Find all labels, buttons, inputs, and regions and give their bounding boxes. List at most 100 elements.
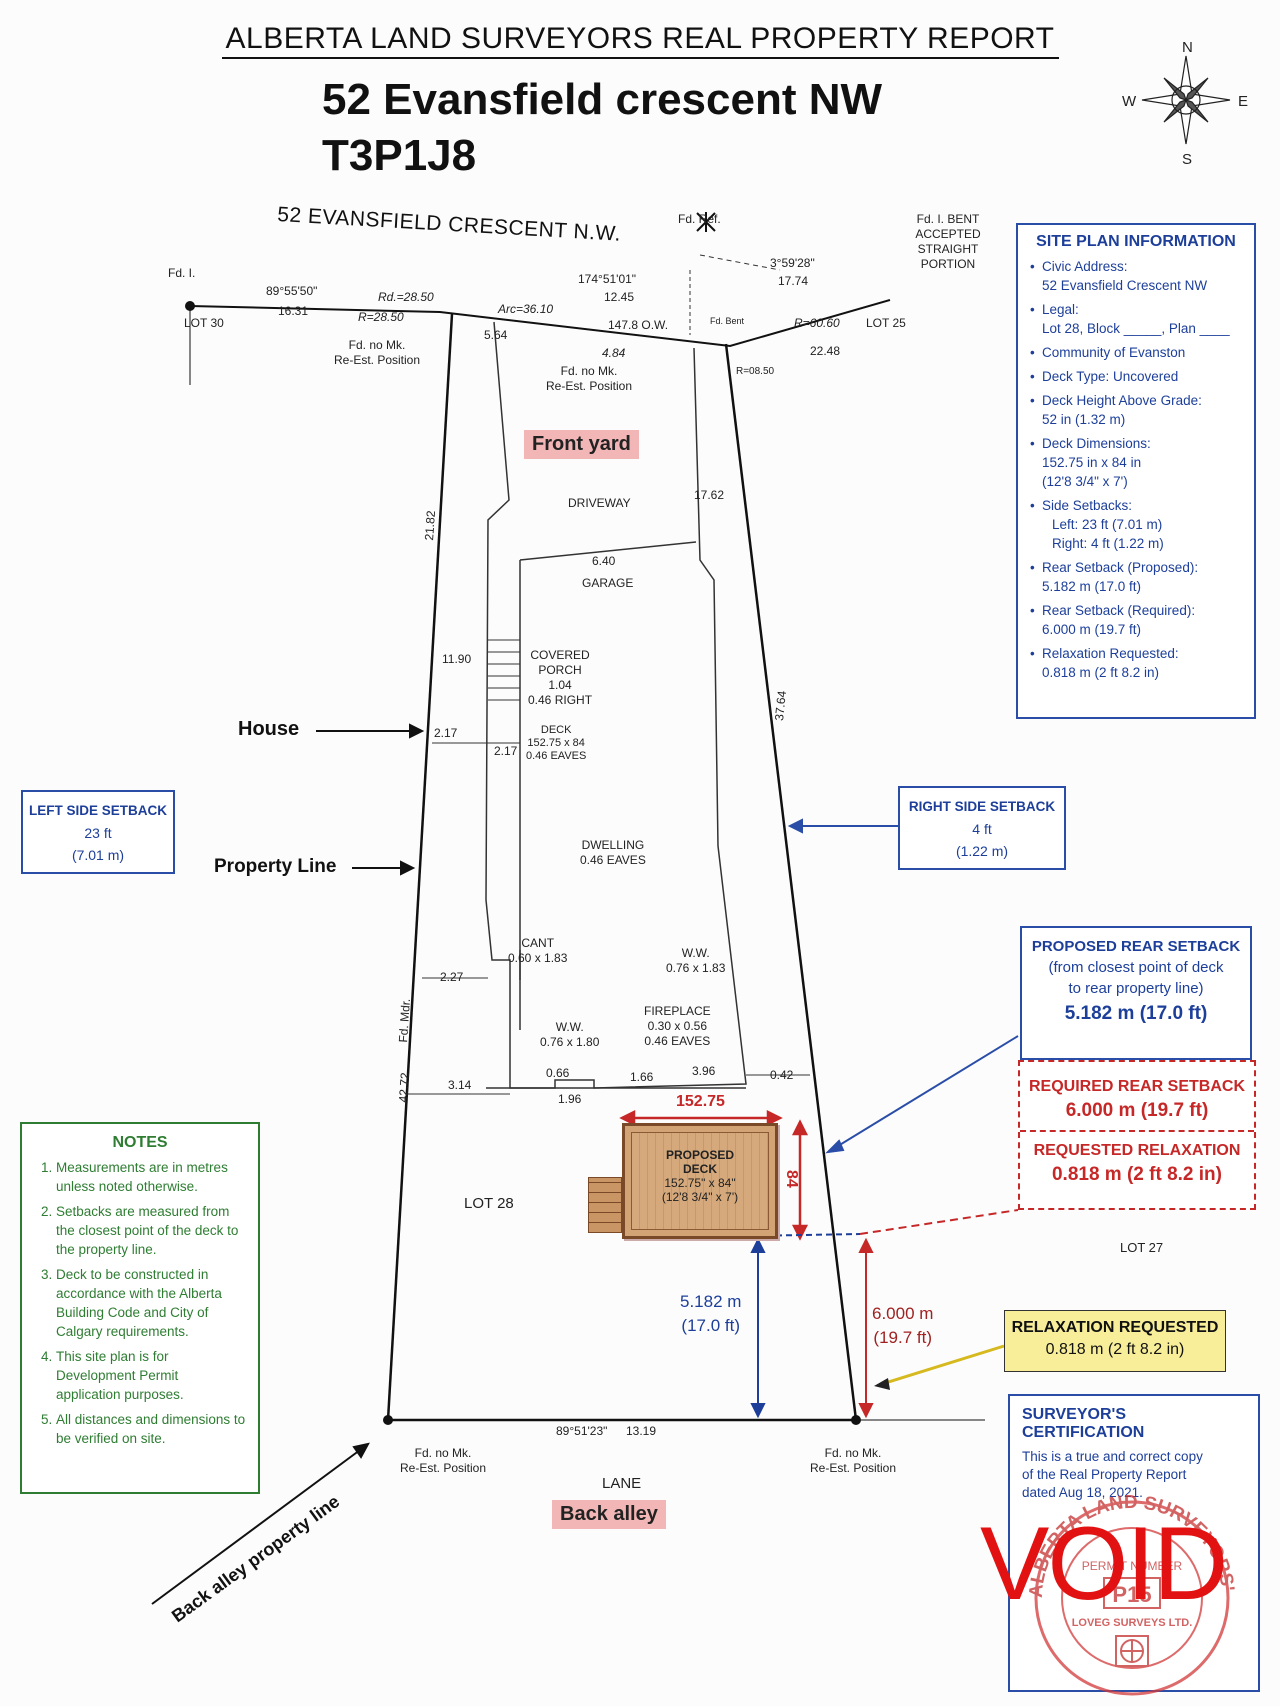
compass-s: S — [1182, 151, 1192, 168]
note-item: Setbacks are measured from the closest p… — [56, 1202, 246, 1259]
fd-no-mk-4: Fd. no Mk.Re-Est. Position — [810, 1446, 897, 1475]
arc-3610: Arc=36.10 — [498, 302, 554, 316]
garage-dim: 6.40 — [592, 554, 616, 568]
relaxation-callout: RELAXATION REQUESTED 0.818 m (2 ft 8.2 i… — [1004, 1310, 1226, 1372]
note-item: Deck to be constructed in accordance wit… — [56, 1265, 246, 1341]
r-0850: R=08.50 — [736, 366, 775, 377]
compass-w: W — [1122, 93, 1137, 110]
bearing-bottom: 89°51'23" — [556, 1424, 608, 1438]
proposed-deck: PROPOSED DECK 152.75" x 84" (12'8 3/4" x… — [622, 1123, 778, 1239]
fd-bent-small: Fd. Bent — [710, 316, 745, 326]
note-item: All distances and dimensions to be verif… — [56, 1410, 246, 1448]
info-community: Community of Evanston — [1030, 343, 1244, 362]
void-stamp: VOID — [980, 1506, 1228, 1622]
fd-ref-label: Fd. Ref. — [678, 212, 721, 226]
dist-1774: 17.74 — [778, 274, 809, 288]
dist-396: 3.96 — [692, 1064, 716, 1078]
lot25-label: LOT 25 — [866, 316, 906, 330]
right-property-line — [724, 343, 858, 1421]
rd-2850: Rd.=28.50 — [378, 290, 434, 304]
note-item: Measurements are in metres unless noted … — [56, 1158, 246, 1196]
compass-rose-icon: N S W E — [1122, 40, 1248, 168]
fd-mdr-label: Fd. Mdr. — [396, 998, 414, 1043]
dist-2248: 22.48 — [810, 344, 841, 358]
proposed-rear-dim: 5.182 m(17.0 ft) — [680, 1292, 742, 1335]
surveyor-seal-icon: ALBERTA LAND SURVEYORS' ASSOCIATION PERM… — [1012, 1478, 1238, 1696]
site-plan-info-box: SITE PLAN INFORMATION Civic Address:52 E… — [1016, 223, 1256, 719]
lot28-label: LOT 28 — [464, 1195, 514, 1212]
dist-2182: 21.82 — [422, 510, 439, 541]
deck-width-label: 152.75 — [676, 1093, 725, 1110]
left-side-setback-box: LEFT SIDE SETBACK 23 ft (7.01 m) — [21, 790, 175, 874]
info-rear-proposed: Rear Setback (Proposed):5.182 m (17.0 ft… — [1030, 558, 1244, 596]
seal-company: LOVEG SURVEYS LTD. — [1072, 1617, 1193, 1629]
ww-bottom-label: W.W.0.76 x 1.80 — [540, 1020, 600, 1049]
right-side-setback-box: RIGHT SIDE SETBACK 4 ft (1.22 m) — [898, 786, 1066, 870]
compass-n: N — [1182, 40, 1193, 56]
property-address: 52 Evansfield crescent NW T3P1J8 — [322, 72, 882, 184]
fd-no-mk-1: Fd. no Mk.Re-Est. Position — [334, 338, 421, 367]
seal-permit: PERMIT NUMBER — [1082, 1559, 1183, 1573]
dist-227: 2.27 — [440, 970, 464, 984]
info-rear-required: Rear Setback (Required):6.000 m (19.7 ft… — [1030, 601, 1244, 639]
certification-text: This is a true and correct copy of the R… — [1022, 1449, 1203, 1500]
house-label: House — [238, 718, 300, 740]
fd-no-mk-2: Fd. no Mk.Re-Est. Position — [546, 364, 633, 393]
lot27-label: LOT 27 — [1120, 1240, 1164, 1255]
required-rear-setback-box: REQUIRED REAR SETBACK 6.000 m (19.7 ft) … — [1018, 1060, 1256, 1210]
dist-3764: 37.64 — [772, 690, 790, 722]
proposed-deck-text: PROPOSED DECK 152.75" x 84" (12'8 3/4" x… — [661, 1148, 739, 1204]
r-6060: R=60.60 — [794, 316, 840, 330]
garage-label: GARAGE — [582, 576, 634, 590]
info-relaxation: Relaxation Requested:0.818 m (2 ft 8.2 i… — [1030, 644, 1244, 682]
notes-title: NOTES — [112, 1134, 168, 1151]
dist-042: 0.42 — [770, 1068, 794, 1082]
dist-1319: 13.19 — [626, 1424, 657, 1438]
info-deck-type: Deck Type: Uncovered — [1030, 367, 1244, 386]
info-legal: Legal:Lot 28, Block _____, Plan ____ — [1030, 300, 1244, 338]
house-outline — [485, 321, 747, 1089]
back-alley-label: Back alley — [552, 1500, 666, 1529]
note-item: This site plan is for Development Permit… — [56, 1347, 246, 1404]
dist-484: 4.84 — [602, 346, 626, 360]
bearing-top-left: 89°55'50" — [266, 284, 318, 298]
front-yard-label: Front yard — [524, 430, 639, 459]
r-2850: R=28.50 — [358, 310, 404, 324]
seal-number: P15 — [1112, 1582, 1151, 1607]
dist-066: 0.66 — [546, 1066, 570, 1080]
dist-217b: 2.17 — [494, 744, 518, 758]
bearing-174: 174°51'01" — [578, 272, 637, 286]
ww-right-label: W.W.0.76 x 1.83 — [666, 946, 726, 975]
proposed-rear-setback-box: PROPOSED REAR SETBACK (from closest poin… — [1020, 926, 1252, 1060]
bearing-359: 3°59'28" — [770, 256, 815, 270]
dist-1762: 17.62 — [694, 488, 725, 502]
info-civic-address: Civic Address:52 Evansfield Crescent NW — [1030, 257, 1244, 295]
compass-e: E — [1238, 93, 1248, 110]
address-line-2: T3P1J8 — [322, 131, 477, 180]
notes-box: NOTES Measurements are in metres unless … — [20, 1122, 260, 1494]
required-rear-dim: 6.000 m(19.7 ft) — [872, 1304, 934, 1347]
info-deck-height: Deck Height Above Grade:52 in (1.32 m) — [1030, 391, 1244, 429]
front-property-line — [189, 299, 891, 348]
deck-stairs — [588, 1177, 622, 1233]
dist-217a: 2.17 — [434, 726, 458, 740]
dist-4272: 42.72 — [396, 1072, 413, 1103]
fd-no-mk-3: Fd. no Mk.Re-Est. Position — [400, 1446, 487, 1475]
fd-i-label: Fd. I. — [168, 266, 196, 280]
lot30-label: LOT 30 — [184, 316, 224, 330]
driveway-label: DRIVEWAY — [568, 496, 631, 510]
dist-1478-ow: 147.8 O.W. — [608, 318, 669, 332]
dist-314: 3.14 — [448, 1078, 472, 1092]
dist-564: 5.64 — [484, 328, 508, 342]
property-line-label: Property Line — [214, 856, 337, 877]
dist-1190: 11.90 — [442, 652, 472, 666]
dist-196: 1.96 — [558, 1092, 582, 1106]
